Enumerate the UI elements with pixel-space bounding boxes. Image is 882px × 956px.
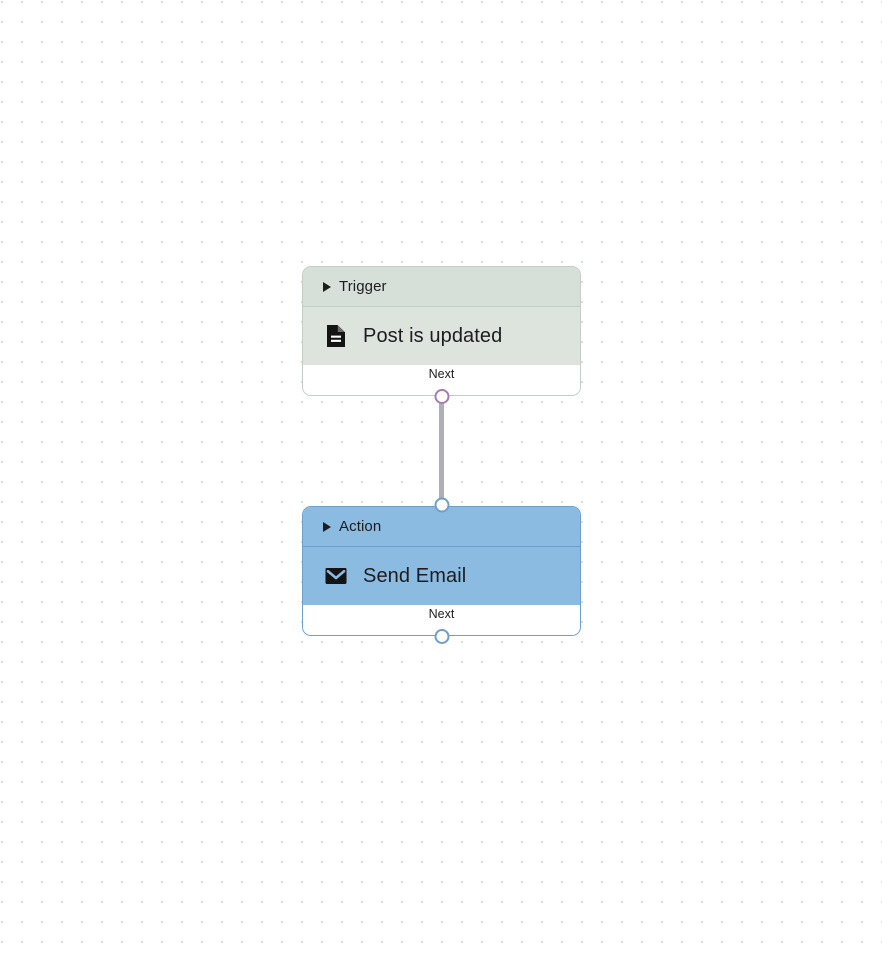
disclosure-triangle-icon[interactable] <box>323 281 331 292</box>
node-action-footer-label: Next <box>428 607 455 621</box>
node-trigger-footer-label: Next <box>428 367 455 381</box>
node-trigger-header-label: Trigger <box>339 278 387 295</box>
node-trigger-header[interactable]: Trigger <box>303 267 580 307</box>
node-action-header[interactable]: Action <box>303 507 580 547</box>
node-action-frame: Action Send Email Next <box>302 506 581 636</box>
node-trigger[interactable]: Trigger Post is updated Next <box>302 266 581 404</box>
disclosure-triangle-icon[interactable] <box>323 521 331 532</box>
node-trigger-item-label: Post is updated <box>363 324 503 347</box>
document-icon <box>327 325 345 347</box>
node-action-header-label: Action <box>339 518 382 535</box>
node-trigger-output-port[interactable] <box>434 389 449 404</box>
node-trigger-footer[interactable]: Next <box>303 365 580 395</box>
envelope-icon <box>325 568 347 584</box>
node-action[interactable]: Action Send Email Next <box>302 497 581 644</box>
node-trigger-frame: Trigger Post is updated Next <box>302 266 581 396</box>
node-trigger-body[interactable]: Post is updated <box>303 307 580 365</box>
node-action-input-port[interactable] <box>434 497 449 513</box>
node-action-body[interactable]: Send Email <box>303 547 580 605</box>
node-action-output-port[interactable] <box>434 629 449 644</box>
node-action-item-label: Send Email <box>363 564 467 587</box>
